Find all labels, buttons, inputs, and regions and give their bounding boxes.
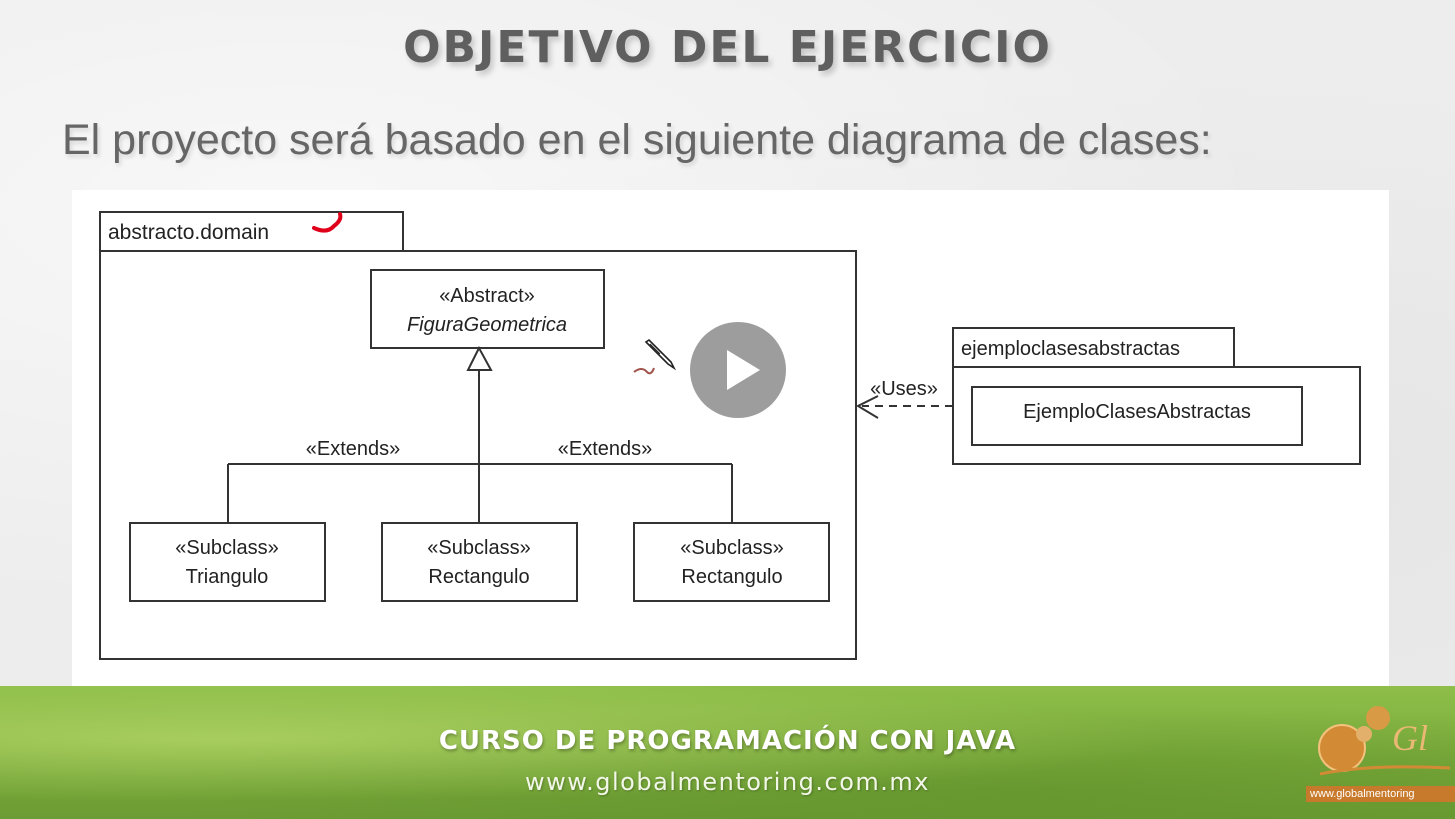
play-button[interactable] [690,322,786,418]
client-class-name: EjemploClasesAbstractas [1023,401,1251,423]
class-diagram: abstracto.domain «Abstract» FiguraGeomet… [72,190,1389,686]
subclass-name: Rectangulo [681,566,782,588]
footer-url: www.globalmentoring.com.mx [524,768,931,796]
red-annotation-mark [312,212,343,233]
client-class-box [971,386,1303,446]
subclass-box-rectangulo [381,522,578,602]
uses-label: «Uses» [870,378,938,400]
svg-text:Gl: Gl [1392,718,1428,758]
subclass-stereotype: «Subclass» [175,537,278,559]
subclass-name: Rectangulo [428,566,529,588]
abstract-stereotype: «Abstract» [439,285,535,307]
logo-url: www.globalmentoring [1306,786,1455,802]
extends-label-right: «Extends» [558,438,653,460]
subclass-stereotype: «Subclass» [680,537,783,559]
pencil-stroke [633,367,655,375]
slide-subtitle: El proyecto será basado en el siguiente … [62,116,1212,164]
footer-banner: CURSO DE PROGRAMACIÓN CON JAVA www.globa… [0,686,1455,819]
pencil-cursor-icon [633,338,677,375]
slide-title: OBJETIVO DEL EJERCICIO [403,22,1052,73]
extends-label-left: «Extends» [306,438,401,460]
package-tab-client [952,327,1235,368]
class-diagram-svg: abstracto.domain «Abstract» FiguraGeomet… [99,211,1361,660]
subclass-box-rectangulo-2 [633,522,830,602]
footer-course-title: CURSO DE PROGRAMACIÓN CON JAVA [438,726,1017,756]
subclass-box-triangulo [129,522,326,602]
abstract-class-name: FiguraGeometrica [407,314,567,336]
globalmentoring-logo: Gl [1318,706,1451,776]
package-domain-label: abstracto.domain [108,221,269,244]
subclass-name: Triangulo [186,566,269,588]
abstract-class-box [370,269,605,349]
package-client-label: ejemploclasesabstractas [961,338,1180,360]
subclass-stereotype: «Subclass» [427,537,530,559]
uses-arrowhead [855,395,879,419]
play-icon [727,350,760,390]
